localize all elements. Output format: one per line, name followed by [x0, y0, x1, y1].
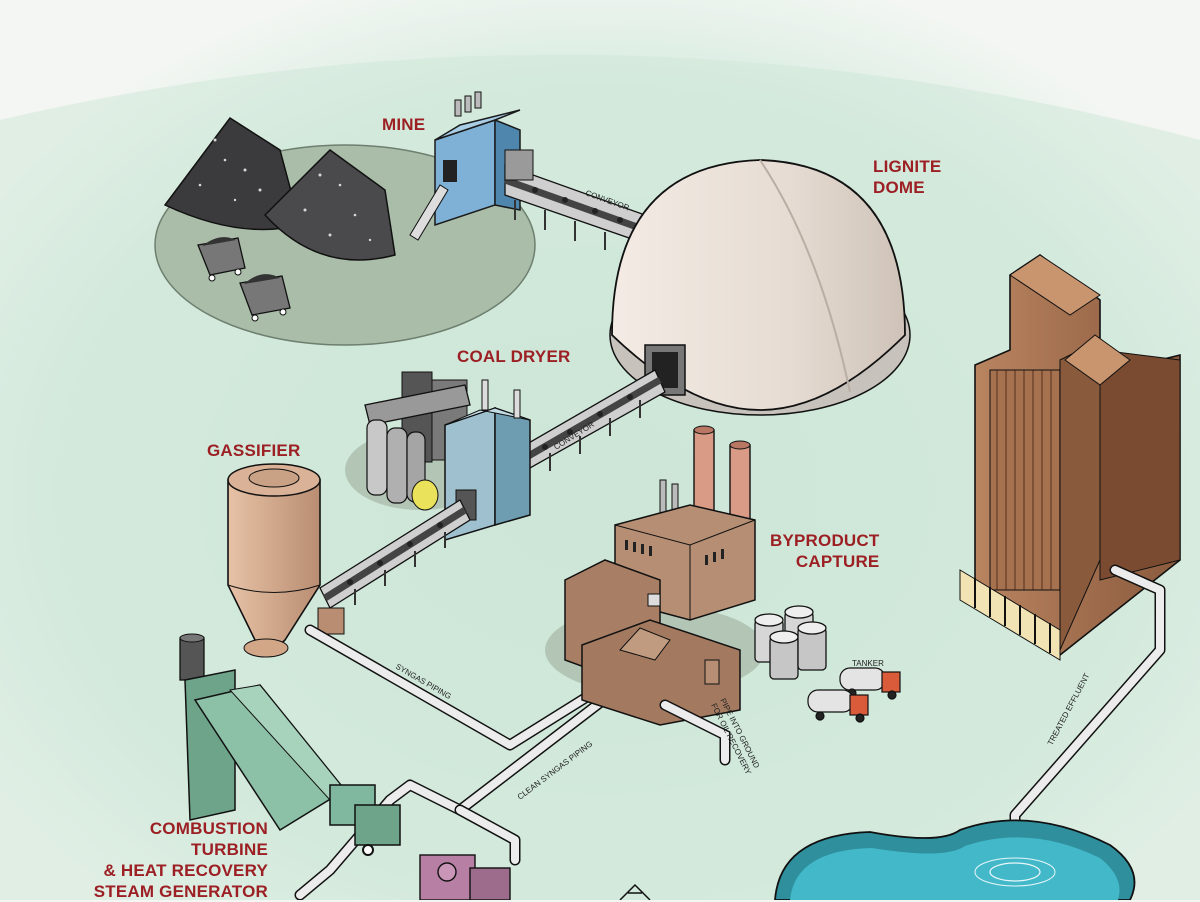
derrick — [619, 883, 651, 900]
tanker-label: TANKER — [852, 659, 884, 668]
mine-cart — [197, 237, 246, 282]
label-byproduct-line1: BYPRODUCT — [770, 531, 880, 550]
lignite-dome — [609, 159, 911, 416]
label-combustion-line2: & HEAT RECOVERY — [103, 861, 268, 880]
label-byproduct-capture: BYPRODUCT CAPTURE — [770, 530, 879, 572]
label-byproduct-line2: CAPTURE — [795, 552, 880, 571]
mine-pit — [154, 91, 646, 346]
label-combustion-line3: STEAM GENERATOR — [93, 882, 268, 901]
mine-cart — [239, 274, 291, 322]
label-coal-dryer: COAL DRYER — [457, 347, 571, 366]
label-lignite-dome-line1: LIGNITE — [873, 157, 942, 176]
combustion-turbine — [179, 633, 401, 856]
label-gassifier: GASSIFIER — [207, 441, 301, 460]
conveyor-mine-to-dome — [503, 149, 646, 250]
syngas-piping — [304, 624, 596, 751]
pond — [774, 819, 1136, 900]
tanker-truck — [807, 689, 869, 723]
generator-unit — [419, 854, 511, 900]
conveyor-dryer-to-gassifier — [319, 499, 471, 609]
storage-tanks — [754, 605, 827, 680]
label-combustion-line1: COMBUSTION TURBINE — [149, 819, 268, 859]
label-lignite-dome-line2: DOME — [873, 178, 925, 197]
label-combustion-turbine: COMBUSTION TURBINE & HEAT RECOVERY STEAM… — [80, 818, 268, 902]
gassifier — [227, 463, 345, 658]
tanker-truck — [839, 667, 901, 700]
office-tower — [959, 254, 1181, 661]
mine-building — [409, 91, 521, 241]
byproduct-capture-plant — [545, 425, 765, 766]
label-lignite-dome: LIGNITE DOME — [873, 156, 941, 198]
clean-syngas-piping — [294, 689, 616, 900]
label-mine: MINE — [382, 115, 426, 134]
